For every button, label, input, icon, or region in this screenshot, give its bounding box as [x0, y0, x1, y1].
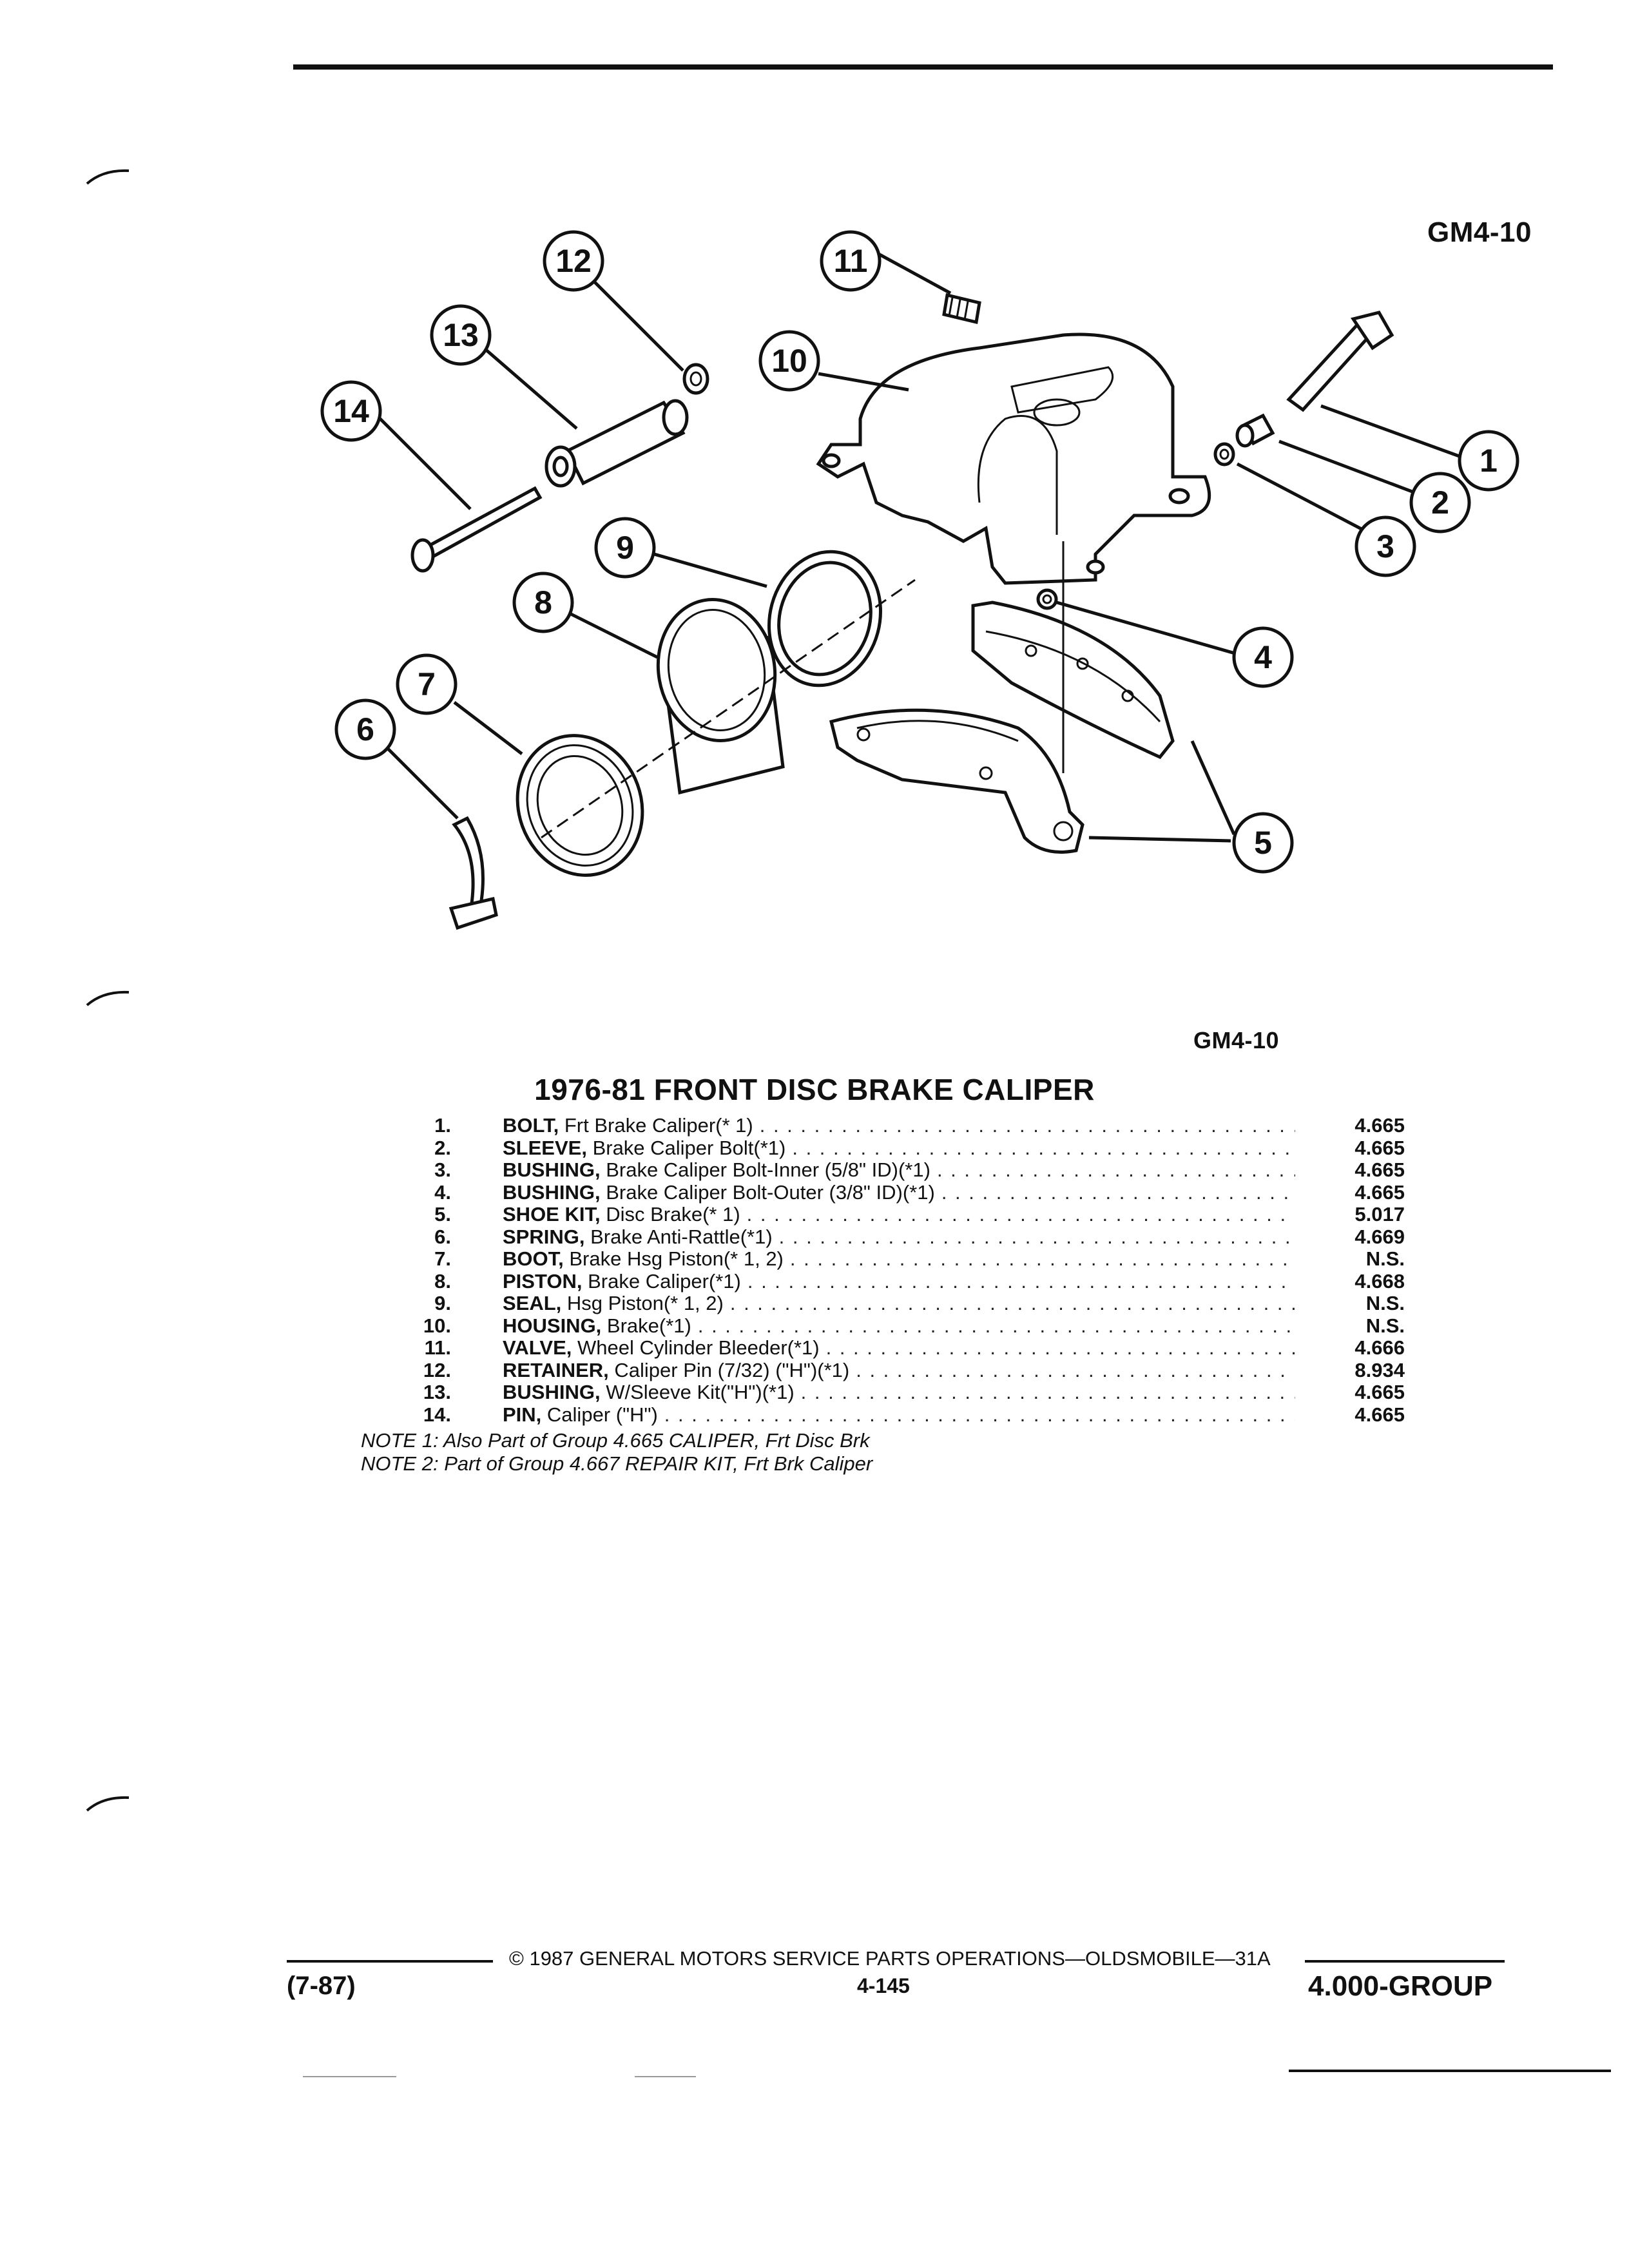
part-pin: [410, 486, 543, 573]
callout-10: 10: [758, 330, 820, 392]
part-bushing-inner: [1213, 442, 1235, 466]
callout-6: 6: [334, 698, 396, 760]
svg-text:4: 4: [1254, 639, 1272, 675]
part-bleeder-valve: [942, 293, 981, 325]
part-brake-shoe-outer: [971, 601, 1175, 760]
callout-4: 4: [1232, 626, 1294, 688]
list-item: 4.BUSHING, Brake Caliper Bolt-Outer (3/8…: [374, 1181, 1405, 1204]
list-item: 3.BUSHING, Brake Caliper Bolt-Inner (5/8…: [374, 1158, 1405, 1182]
figure-code-caption: GM4-10: [1193, 1027, 1280, 1053]
list-item: 12.RETAINER, Caliper Pin (7/32) ("H")(*1…: [374, 1359, 1405, 1382]
part-anti-rattle-spring: [448, 816, 498, 930]
footer-date: (7-87): [287, 1972, 356, 2000]
list-item: 6.SPRING, Brake Anti-Rattle(*1)4.669: [374, 1225, 1405, 1249]
top-rule: [293, 64, 1553, 70]
page-number: 4-145: [857, 1974, 910, 1997]
callout-7: 7: [396, 653, 458, 715]
margin-mark-1: [86, 169, 130, 185]
svg-text:1: 1: [1480, 443, 1498, 479]
svg-text:11: 11: [834, 243, 868, 279]
footer-rule-right: [1305, 1960, 1505, 1963]
part-piston-boot: [516, 734, 644, 877]
caliper-exploded-diagram: 1 2 3 4 5 6 7 8 9 10 11 12 13 14: [320, 230, 1519, 930]
svg-text:9: 9: [616, 530, 634, 566]
footer-group: 4.000-GROUP: [1308, 1970, 1493, 2002]
list-item: 7.BOOT, Brake Hsg Piston(* 1, 2)N.S.: [374, 1247, 1405, 1271]
list-item: 10.HOUSING, Brake(*1)N.S.: [374, 1314, 1405, 1338]
callout-8: 8: [512, 572, 574, 633]
part-sleeve: [1235, 413, 1275, 448]
parts-list: 1.BOLT, Frt Brake Caliper(* 1)4.665 2.SL…: [374, 1114, 1405, 1427]
part-bushing-outer: [1036, 588, 1058, 610]
callout-13: 13: [430, 304, 492, 366]
callout-5: 5: [1232, 812, 1294, 874]
svg-text:7: 7: [418, 666, 436, 702]
svg-text:2: 2: [1431, 485, 1449, 521]
part-retainer: [682, 363, 709, 395]
callout-2: 2: [1409, 472, 1471, 533]
part-brake-shoe-inner: [829, 708, 1084, 854]
part-piston: [656, 598, 785, 795]
footer-rule-left: [287, 1960, 493, 1963]
list-item: 5.SHOE KIT, Disc Brake(* 1)5.017: [374, 1203, 1405, 1226]
part-caliper-bolt: [1286, 311, 1394, 412]
part-caliper-housing: [816, 332, 1211, 585]
list-item: 11.VALVE, Wheel Cylinder Bleeder(*1)4.66…: [374, 1336, 1405, 1360]
bottom-faint-rule-2: [635, 2076, 696, 2077]
svg-text:5: 5: [1254, 825, 1272, 861]
list-item: 9.SEAL, Hsg Piston(* 1, 2)N.S.: [374, 1292, 1405, 1315]
margin-mark-2: [86, 990, 130, 1006]
list-item: 14.PIN, Caliper ("H")4.665: [374, 1403, 1405, 1427]
svg-text:13: 13: [443, 317, 479, 353]
page-title: 1976-81 FRONT DISC BRAKE CALIPER: [534, 1073, 1095, 1106]
bottom-faint-rule-1: [303, 2076, 396, 2077]
svg-text:3: 3: [1376, 528, 1394, 564]
svg-text:8: 8: [534, 584, 552, 620]
callout-11: 11: [820, 230, 882, 292]
callout-14: 14: [320, 380, 382, 442]
list-item: 13.BUSHING, W/Sleeve Kit("H")(*1)4.665: [374, 1381, 1405, 1404]
callout-9: 9: [594, 517, 656, 579]
callout-1: 1: [1458, 430, 1519, 492]
svg-text:6: 6: [356, 711, 374, 747]
svg-text:10: 10: [771, 343, 807, 379]
part-bushing-sleeve: [545, 399, 689, 488]
list-item: 8.PISTON, Brake Caliper(*1)4.668: [374, 1270, 1405, 1293]
list-item: 2.SLEEVE, Brake Caliper Bolt(*1)4.665: [374, 1137, 1405, 1160]
list-item: 1.BOLT, Frt Brake Caliper(* 1)4.665: [374, 1114, 1405, 1137]
note-2: NOTE 2: Part of Group 4.667 REPAIR KIT, …: [361, 1452, 873, 1475]
part-piston-seal: [767, 550, 882, 687]
margin-mark-3: [86, 1796, 130, 1812]
bottom-rule: [1289, 2070, 1611, 2072]
callout-12: 12: [543, 230, 604, 292]
svg-text:12: 12: [555, 243, 592, 279]
footer-copyright: © 1987 GENERAL MOTORS SERVICE PARTS OPER…: [509, 1947, 1271, 1970]
figure-code-top: GM4-10: [1427, 216, 1532, 248]
callout-3: 3: [1354, 515, 1416, 577]
svg-text:14: 14: [333, 393, 369, 429]
note-1: NOTE 1: Also Part of Group 4.665 CALIPER…: [361, 1429, 870, 1452]
